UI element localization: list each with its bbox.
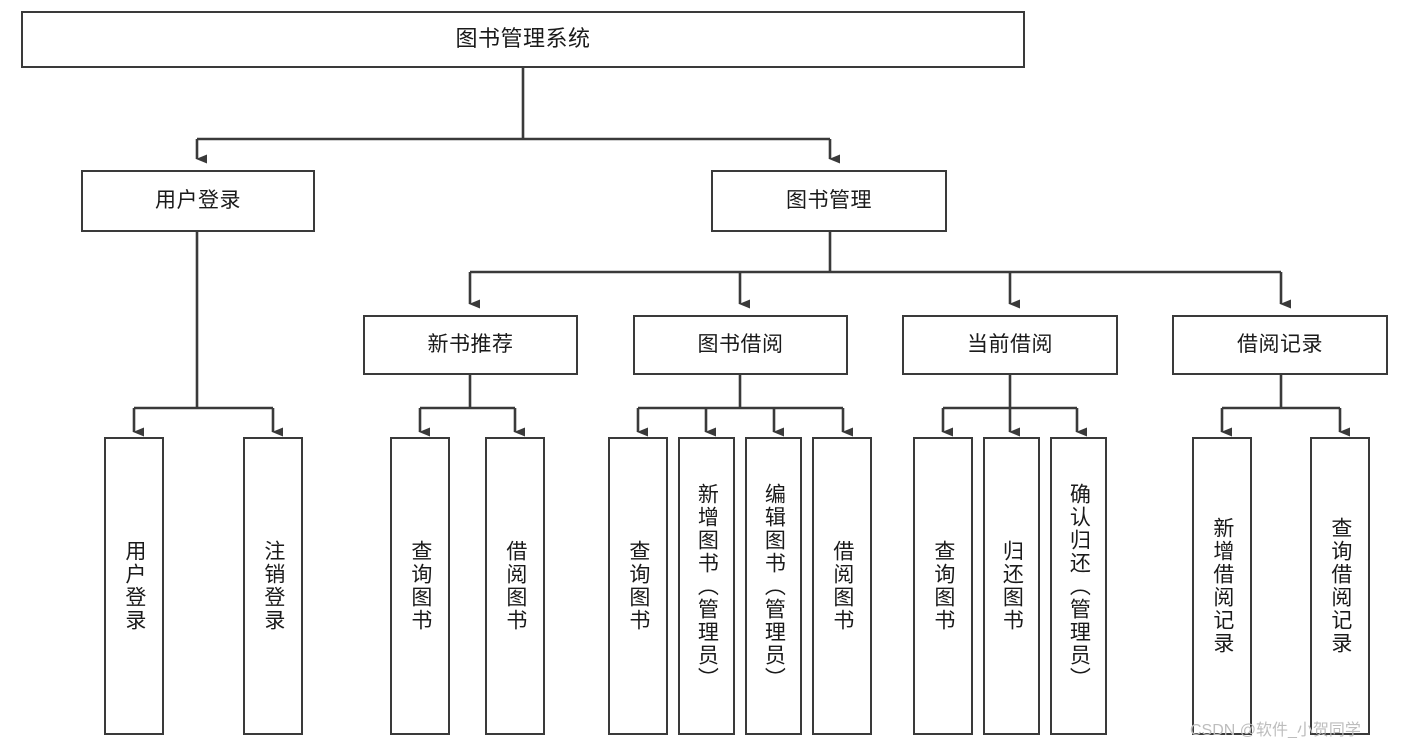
node-borrow-record[interactable]: 借阅记录 (1172, 315, 1388, 375)
node-leaf-add-book-label: 新增图书（管理员） (695, 482, 719, 690)
node-book-management[interactable]: 图书管理 (711, 170, 947, 232)
node-root-label: 图书管理系统 (455, 26, 591, 52)
node-book-borrow-label: 图书借阅 (697, 333, 784, 357)
node-leaf-confirm-return-label: 确认归还（管理员） (1067, 482, 1091, 690)
node-current-borrow-label: 当前借阅 (967, 333, 1053, 357)
node-current-borrow[interactable]: 当前借阅 (902, 315, 1118, 375)
node-leaf-add-record-label: 新增借阅记录 (1210, 517, 1234, 655)
node-root[interactable]: 图书管理系统 (21, 11, 1025, 68)
node-new-book-recommend-label: 新书推荐 (427, 333, 514, 357)
node-leaf-query-book-2[interactable]: 查询图书 (608, 437, 668, 735)
node-leaf-logout-login-label: 注销登录 (261, 540, 285, 632)
node-leaf-return-book-label: 归还图书 (1000, 540, 1024, 632)
node-leaf-borrow-book-1-label: 借阅图书 (503, 540, 527, 632)
node-book-borrow[interactable]: 图书借阅 (633, 315, 848, 375)
node-leaf-return-book[interactable]: 归还图书 (983, 437, 1040, 735)
node-leaf-edit-book-label: 编辑图书（管理员） (762, 482, 786, 690)
node-leaf-user-login[interactable]: 用户登录 (104, 437, 164, 735)
node-user-login[interactable]: 用户登录 (81, 170, 315, 232)
node-leaf-add-book[interactable]: 新增图书（管理员） (678, 437, 735, 735)
node-leaf-borrow-book-1[interactable]: 借阅图书 (485, 437, 545, 735)
node-leaf-query-book-2-label: 查询图书 (626, 540, 650, 632)
node-book-management-label: 图书管理 (786, 189, 872, 213)
node-leaf-query-book-3-label: 查询图书 (931, 540, 955, 632)
node-leaf-user-login-label: 用户登录 (122, 540, 146, 632)
node-leaf-query-book-1[interactable]: 查询图书 (390, 437, 450, 735)
node-new-book-recommend[interactable]: 新书推荐 (363, 315, 578, 375)
node-leaf-edit-book[interactable]: 编辑图书（管理员） (745, 437, 802, 735)
node-leaf-add-record[interactable]: 新增借阅记录 (1192, 437, 1252, 735)
node-leaf-query-record-label: 查询借阅记录 (1328, 517, 1352, 655)
node-borrow-record-label: 借阅记录 (1237, 333, 1323, 357)
node-leaf-confirm-return[interactable]: 确认归还（管理员） (1050, 437, 1107, 735)
node-leaf-query-book-1-label: 查询图书 (408, 540, 432, 632)
node-leaf-borrow-book-2-label: 借阅图书 (830, 540, 854, 632)
node-user-login-label: 用户登录 (155, 189, 241, 213)
node-leaf-query-record[interactable]: 查询借阅记录 (1310, 437, 1370, 735)
node-leaf-logout-login[interactable]: 注销登录 (243, 437, 303, 735)
node-leaf-borrow-book-2[interactable]: 借阅图书 (812, 437, 872, 735)
node-leaf-query-book-3[interactable]: 查询图书 (913, 437, 973, 735)
csdn-watermark: CSDN @软件_小贺同学 (1190, 722, 1361, 739)
